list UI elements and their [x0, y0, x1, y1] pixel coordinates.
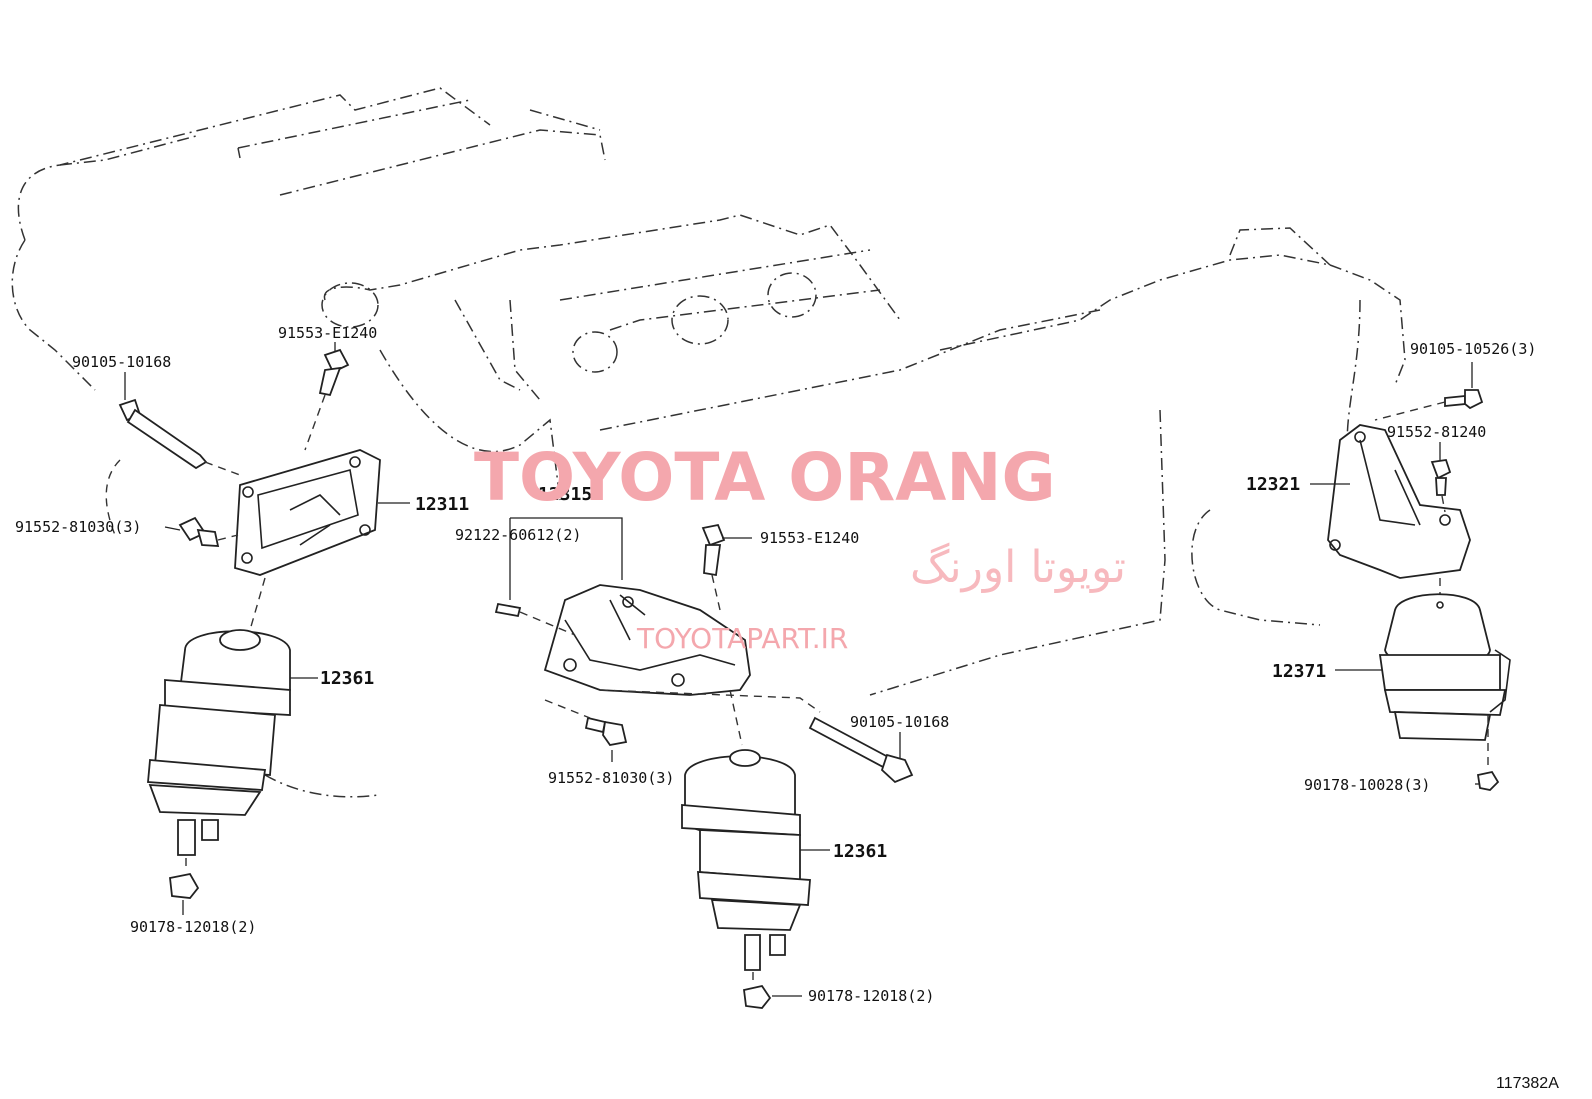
- label-90105-10526: 90105-10526(3): [1410, 340, 1536, 358]
- label-12315: 12315: [538, 484, 592, 505]
- bracket-12321-icon: [1327, 424, 1471, 579]
- label-91552-81030-left: 91552-81030(3): [15, 518, 141, 536]
- label-92122-60612: 92122-60612(2): [455, 526, 581, 544]
- mount-12371-icon: [1378, 593, 1511, 741]
- label-12311: 12311: [415, 494, 469, 515]
- nut-right-icon: [1476, 770, 1500, 791]
- stud-icon: [494, 602, 522, 618]
- watermark-title-fa: تویوتا اورنگ: [910, 542, 1126, 593]
- label-12321: 12321: [1246, 474, 1300, 495]
- label-12361-left: 12361: [320, 668, 374, 689]
- leader-lines: [124, 342, 1480, 997]
- label-12361-mid: 12361: [833, 841, 887, 862]
- watermark-title: TOYOTA ORANG: [474, 439, 1056, 516]
- mount-12361-mid-icon: [681, 749, 811, 971]
- long-bolt-icon: [118, 398, 208, 470]
- nut-mid-icon: [743, 984, 772, 1009]
- watermark-url: TOYOTAPART.IR: [636, 622, 848, 655]
- long-bolt-mid-icon: [808, 716, 914, 784]
- part-labels: 90105-10168 91553-E1240 91552-81030(3) 1…: [15, 324, 1536, 1005]
- bracket-12311-icon: [234, 449, 381, 576]
- bolt-91552-mid-icon: [584, 716, 628, 746]
- screw-91553-icon: [318, 348, 350, 397]
- bolt-90105-10526-icon: [1444, 389, 1484, 410]
- label-91552-81030-mid: 91552-81030(3): [548, 769, 674, 787]
- left-mount-group: [118, 348, 381, 899]
- middle-mount-group: [494, 523, 914, 1009]
- short-bolt-icon: [178, 516, 220, 547]
- label-90178-12018-mid: 90178-12018(2): [808, 987, 934, 1005]
- diagram-id: 117382A: [1496, 1075, 1559, 1092]
- label-90178-10028: 90178-10028(3): [1304, 776, 1430, 794]
- right-mount-group: [1327, 389, 1511, 791]
- bolt-91552-81240-icon: [1430, 459, 1452, 496]
- screw-91553-mid-icon: [701, 523, 726, 577]
- label-90105-10168-mid: 90105-10168: [850, 713, 949, 731]
- mount-12361-left-icon: [147, 629, 291, 856]
- bracket-12315-icon: [543, 584, 751, 696]
- label-90178-12018-left: 90178-12018(2): [130, 918, 256, 936]
- watermark: TOYOTA ORANG تویوتا اورنگ TOYOTAPART.IR: [474, 439, 1126, 655]
- nut-left-icon: [169, 872, 200, 899]
- label-91553-e1240-top: 91553-E1240: [278, 324, 377, 342]
- label-90105-10168-left: 90105-10168: [72, 353, 171, 371]
- label-12371: 12371: [1272, 661, 1326, 682]
- label-91553-e1240-mid: 91553-E1240: [760, 529, 859, 547]
- label-91552-81240: 91552-81240: [1387, 423, 1486, 441]
